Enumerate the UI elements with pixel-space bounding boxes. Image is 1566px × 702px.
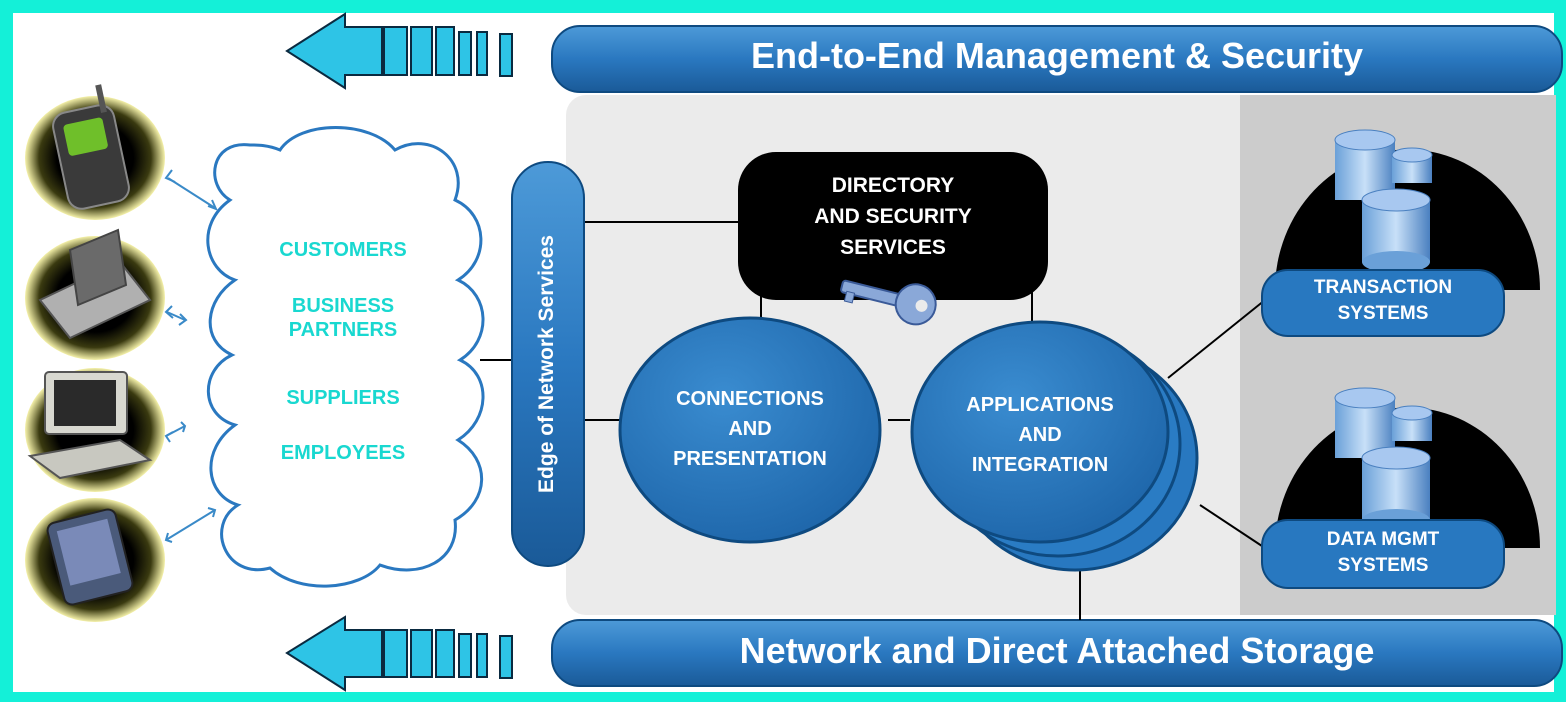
applications-oval [910,320,1170,544]
data-mgmt-systems-node [1261,387,1540,589]
top-bar-title: End-to-End Management & Security [750,35,1364,76]
key-icon [840,279,937,326]
edge-services-bar [511,161,585,567]
user-cloud [206,126,485,588]
data-mgmt-systems-label: DATA MGMT SYSTEMS [1326,529,1440,576]
bottom-bar [551,619,1563,687]
cloud-customers: CUSTOMERS [279,239,407,261]
left-arrow-icon [285,615,513,692]
database-icon [1334,387,1433,531]
cloud-employees: EMPLOYEES [280,442,406,464]
pda-icon [25,498,165,622]
transaction-systems-node [1261,129,1540,337]
mobile-phone-icon [25,84,165,220]
desktop-computer-icon [25,368,165,492]
directory-services-box [738,152,1048,300]
connections-oval [618,316,882,544]
laptop-icon [25,228,165,360]
applications-label: APPLICATIONS AND INTEGRATION [966,394,1114,476]
transaction-systems-label: TRANSACTION SYSTEMS [1313,277,1453,324]
database-icon [1334,129,1433,273]
cloud-business-partners: BUSINESS PARTNERS [288,295,398,341]
top-bar [551,25,1563,93]
cloud-suppliers: SUPPLIERS [286,387,400,409]
directory-services-label: DIRECTORY AND SECURITY SERVICES [814,174,972,259]
edge-services-label: Edge of Network Services [535,235,558,493]
left-arrow-icon [285,12,513,90]
bottom-bar-title: Network and Direct Attached Storage [739,630,1375,671]
connections-label: CONNECTIONS AND PRESENTATION [673,388,827,470]
device-link-arrows [164,169,218,543]
